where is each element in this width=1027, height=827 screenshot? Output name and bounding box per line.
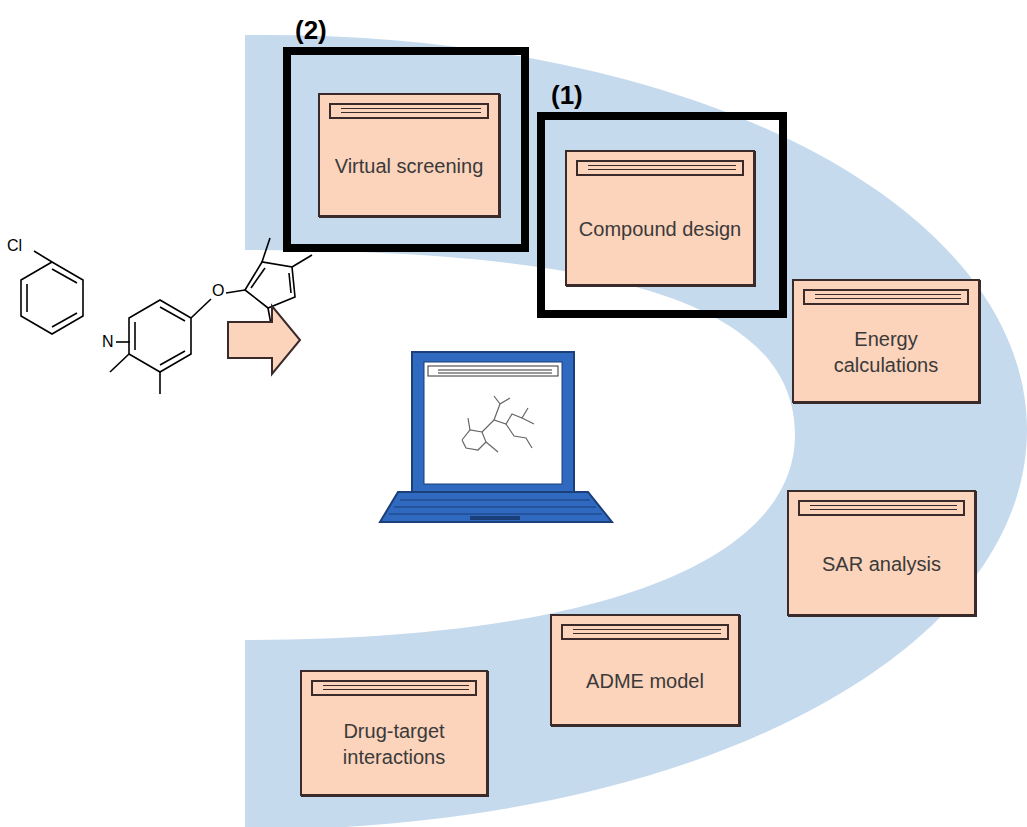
process-box: Compound design xyxy=(565,150,755,286)
title-bar-line xyxy=(810,505,957,506)
title-bar-line xyxy=(588,165,736,166)
highlight-frame: (2)Virtual screening xyxy=(283,47,529,252)
box-label: Virtual screening xyxy=(328,153,490,179)
title-bar-line xyxy=(323,689,469,690)
box-text: ADME model xyxy=(560,668,730,694)
box-label: Drug-target interactions xyxy=(310,718,478,770)
title-bar xyxy=(311,680,477,696)
atom-label: N xyxy=(101,334,115,350)
box-text: Compound design xyxy=(575,216,745,242)
highlight-frame: (1)Compound design xyxy=(537,112,787,318)
box-text: Energy calculations xyxy=(802,326,970,378)
callout-number: (1) xyxy=(551,80,583,111)
process-box: Virtual screening xyxy=(318,93,500,217)
title-bar-line xyxy=(573,633,721,634)
callout-number: (2) xyxy=(295,15,327,46)
workflow-band xyxy=(245,35,1027,827)
title-bar-line xyxy=(323,685,469,686)
box-label: ADME model xyxy=(560,668,730,694)
title-bar xyxy=(329,103,489,119)
title-bar xyxy=(798,500,965,516)
laptop-icon xyxy=(380,352,612,522)
box-text: Drug-target interactions xyxy=(310,718,478,770)
title-bar xyxy=(576,160,744,176)
title-bar xyxy=(561,624,729,640)
box-label: SAR analysis xyxy=(797,551,966,577)
title-bar xyxy=(803,289,969,305)
box-label: Energy calculations xyxy=(802,326,970,378)
process-box: Energy calculations xyxy=(792,279,980,403)
title-bar-line xyxy=(815,298,961,299)
block-arrow xyxy=(228,306,300,374)
process-box: SAR analysis xyxy=(787,490,976,616)
title-bar-line xyxy=(588,169,736,170)
title-bar-line xyxy=(573,629,721,630)
atom-label: Cl xyxy=(6,238,23,254)
title-bar-line xyxy=(815,294,961,295)
box-text: SAR analysis xyxy=(797,551,966,577)
process-box: ADME model xyxy=(550,614,740,726)
box-text: Virtual screening xyxy=(328,153,490,179)
atom-label: O xyxy=(211,283,225,299)
title-bar-line xyxy=(341,108,481,109)
title-bar-line xyxy=(341,112,481,113)
title-bar-line xyxy=(810,509,957,510)
molecule xyxy=(21,238,312,394)
box-label: Compound design xyxy=(575,216,745,242)
process-box: Drug-target interactions xyxy=(300,670,488,796)
